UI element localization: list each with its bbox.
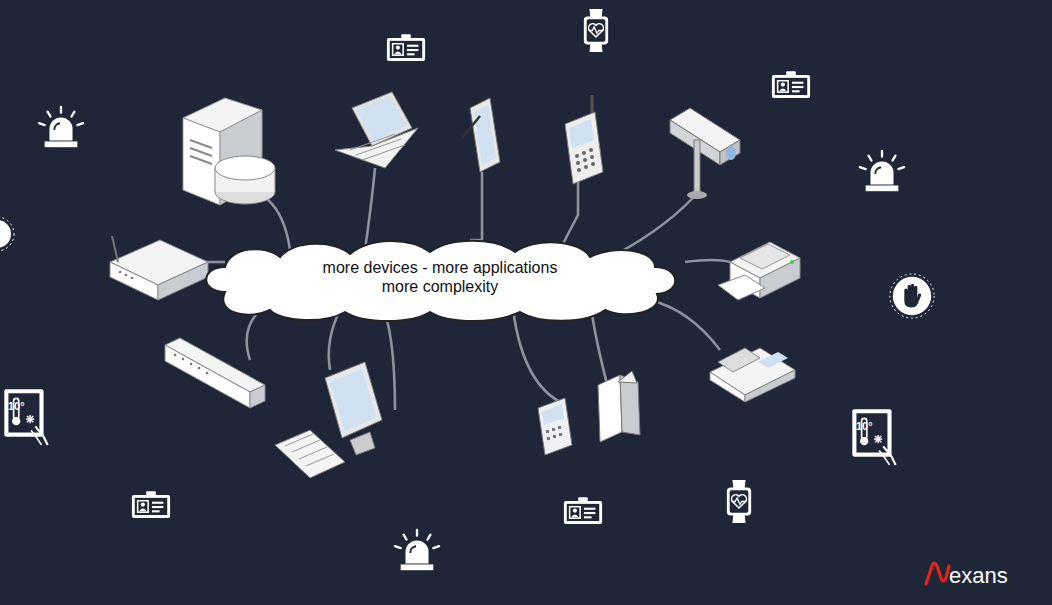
cloud-text: more devices - more applications more co… <box>309 258 571 296</box>
cloud-node: more devices - more applications more co… <box>195 232 685 322</box>
thermostat-value: 10° <box>8 400 25 412</box>
cloud-outline <box>206 241 675 321</box>
logo-text: exans <box>949 563 1008 589</box>
cloud-shape <box>195 232 685 322</box>
thermostat-value: 10° <box>856 420 873 432</box>
